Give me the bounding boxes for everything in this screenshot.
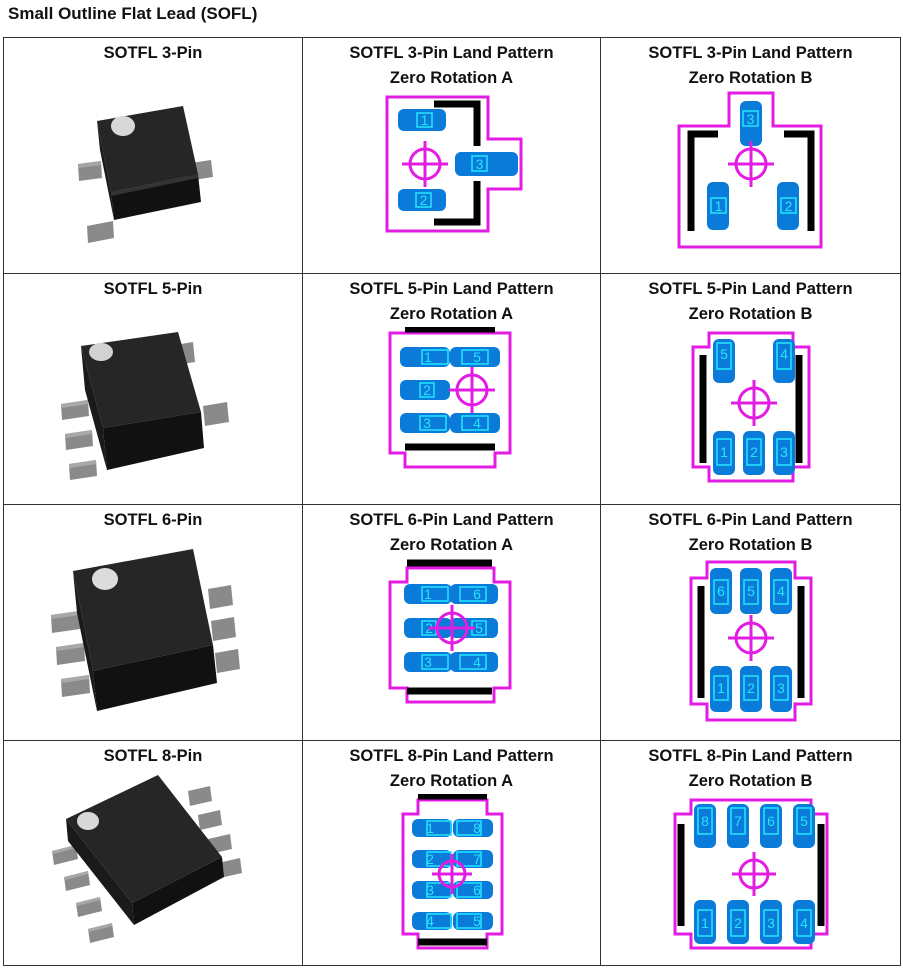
land-pattern-a-drawing: 1 2 3 5 4 <box>388 327 511 469</box>
pad-label: 2 <box>747 680 755 696</box>
pad-label: 3 <box>475 156 483 172</box>
land-pattern-b-drawing: 5 4 1 2 3 <box>691 331 810 483</box>
pad-label: 3 <box>777 680 785 696</box>
package-title: SOTFL 3-Pin <box>103 44 203 62</box>
package-3d-image <box>61 332 229 480</box>
land-pattern-a-cell: SOTFL 5-Pin Land Pattern Zero Rotation A… <box>302 273 601 505</box>
package-title: SOTFL 8-Pin <box>103 747 203 765</box>
pad-label: 5 <box>473 913 481 929</box>
pad-label: 5 <box>473 349 481 365</box>
land-pattern-a-title: SOTFL 8-Pin Land Pattern Zero Rotation A <box>349 747 554 790</box>
pad-label: 7 <box>473 851 481 867</box>
land-pattern-a-drawing: 1 2 3 6 5 4 <box>388 559 511 704</box>
package-cell: SOTFL 6-Pin <box>3 504 303 741</box>
pad-label: 3 <box>423 415 431 431</box>
table-row: SOTFL 8-Pin SOTFL <box>3 740 901 966</box>
table-row: SOTFL 6-Pin SOTFL 6-Pin Land Pattern <box>3 504 901 741</box>
pad-label: 5 <box>475 620 483 636</box>
land-pattern-b-drawing: 3 1 2 <box>677 91 822 249</box>
package-3d-image <box>51 549 240 711</box>
pin1-dot <box>77 812 99 830</box>
pad-label: 1 <box>720 444 728 460</box>
pad-label: 2 <box>423 382 431 398</box>
pad-label: 1 <box>714 198 722 214</box>
package-cell: SOTFL 8-Pin <box>3 740 303 966</box>
land-pattern-b-title: SOTFL 3-Pin Land Pattern Zero Rotation B <box>648 44 853 87</box>
pad-label: 1 <box>424 586 432 602</box>
pad-label: 6 <box>717 583 725 599</box>
package-cell: SOTFL 3-Pin <box>3 37 303 274</box>
pad-label: 4 <box>473 415 481 431</box>
land-pattern-b-cell: SOTFL 5-Pin Land Pattern Zero Rotation B… <box>600 273 901 505</box>
package-3d-image <box>78 106 213 243</box>
land-pattern-b-title: SOTFL 6-Pin Land Pattern Zero Rotation B <box>648 511 853 554</box>
package-title: SOTFL 5-Pin <box>103 280 203 298</box>
pad-label: 3 <box>424 654 432 670</box>
pad-label: 3 <box>746 111 754 127</box>
pad-label: 6 <box>473 586 481 602</box>
pad-label: 8 <box>701 813 709 829</box>
pad-label: 4 <box>473 654 481 670</box>
pad-label: 5 <box>720 346 728 362</box>
pad-label: 1 <box>420 112 428 128</box>
pad-label: 4 <box>777 583 785 599</box>
land-pattern-a-cell: SOTFL 8-Pin Land Pattern Zero Rotation A… <box>302 740 601 966</box>
pad-label: 2 <box>426 851 434 867</box>
land-pattern-a-cell: SOTFL 3-Pin Land Pattern Zero Rotation A… <box>302 37 601 274</box>
table-row: SOTFL 5-Pin SOTFL 5-Pin Land Pattern Zer… <box>3 273 901 505</box>
pad-label: 6 <box>767 813 775 829</box>
pin1-dot <box>89 343 113 361</box>
pad-label: 6 <box>473 882 481 898</box>
pad-label: 4 <box>800 915 808 931</box>
table-row: SOTFL 3-Pin SOTFL 3-Pin Land Pattern Zer… <box>3 37 901 274</box>
pad-label: 2 <box>419 192 427 208</box>
pad-label: 2 <box>750 444 758 460</box>
land-pattern-a-drawing: 1 2 3 4 8 7 6 5 <box>401 794 503 950</box>
land-pattern-a-cell: SOTFL 6-Pin Land Pattern Zero Rotation A… <box>302 504 601 741</box>
pad-label: 5 <box>800 813 808 829</box>
package-title: SOTFL 6-Pin <box>103 511 203 529</box>
pad-label: 4 <box>426 913 434 929</box>
land-pattern-b-drawing: 6 5 4 1 2 3 <box>689 560 812 722</box>
pin1-dot <box>111 116 135 136</box>
pad-label: 3 <box>767 915 775 931</box>
pin1-dot <box>92 568 118 590</box>
land-pattern-b-title: SOTFL 8-Pin Land Pattern Zero Rotation B <box>648 747 853 790</box>
pad-label: 2 <box>784 198 792 214</box>
pad-label: 7 <box>734 813 742 829</box>
pad-label: 1 <box>426 820 434 836</box>
land-pattern-a-title: SOTFL 6-Pin Land Pattern Zero Rotation A <box>349 511 554 554</box>
pad-label: 1 <box>717 680 725 696</box>
pad-label: 8 <box>473 820 481 836</box>
pad-label: 5 <box>747 583 755 599</box>
package-table: SOTFL 3-Pin SOTFL 3-Pin Land Pattern Zer… <box>3 37 901 966</box>
pad-label: 4 <box>780 346 788 362</box>
package-cell: SOTFL 5-Pin <box>3 273 303 505</box>
land-pattern-b-cell: SOTFL 8-Pin Land Pattern Zero Rotation B… <box>600 740 901 966</box>
land-pattern-b-title: SOTFL 5-Pin Land Pattern Zero Rotation B <box>648 280 853 323</box>
land-pattern-b-cell: SOTFL 3-Pin Land Pattern Zero Rotation B… <box>600 37 901 274</box>
land-pattern-a-title: SOTFL 5-Pin Land Pattern Zero Rotation A <box>349 280 554 323</box>
land-pattern-a-drawing: 1 2 3 <box>385 95 522 233</box>
pad-label: 3 <box>780 444 788 460</box>
land-pattern-b-cell: SOTFL 6-Pin Land Pattern Zero Rotation B… <box>600 504 901 741</box>
pad-label: 1 <box>424 349 432 365</box>
land-pattern-b-drawing: 8 7 6 5 1 2 3 4 <box>673 798 828 950</box>
page-title: Small Outline Flat Lead (SOFL) <box>8 4 258 23</box>
package-3d-image <box>52 775 242 943</box>
pad-label: 1 <box>701 915 709 931</box>
pad-label: 2 <box>734 915 742 931</box>
land-pattern-a-title: SOTFL 3-Pin Land Pattern Zero Rotation A <box>349 44 554 87</box>
pad-label: 3 <box>426 882 434 898</box>
